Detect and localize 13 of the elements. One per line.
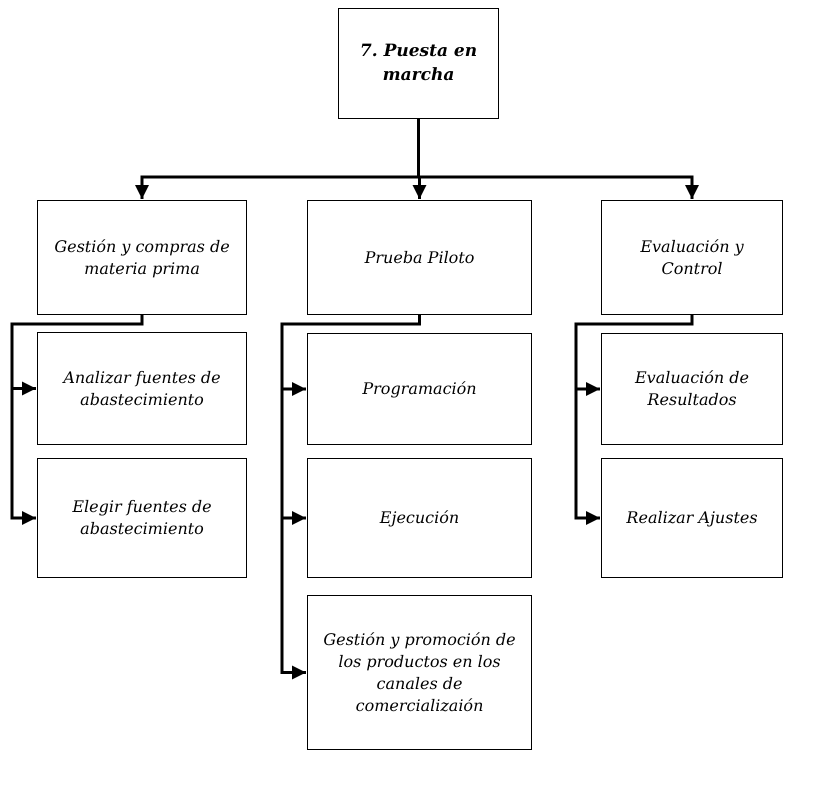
connector-arrow [574, 315, 694, 525]
root-box: 7. Puesta en marcha [338, 8, 499, 119]
process-box: Programación [307, 333, 532, 445]
process-box: Evaluación de Resultados [601, 333, 783, 445]
process-box: Prueba Piloto [307, 200, 532, 315]
process-box: Analizar fuentes de abastecimiento [37, 332, 247, 445]
process-box: Realizar Ajustes [601, 458, 783, 578]
process-box: Gestión y promoción de los productos en los canales de comercializaión [307, 595, 532, 750]
process-box: Evaluación y Control [601, 200, 783, 315]
process-box: Ejecución [307, 458, 532, 578]
process-box: Elegir fuentes de abastecimiento [37, 458, 247, 578]
connector-arrow [10, 315, 144, 525]
process-box: Gestión y compras de materia prima [37, 200, 247, 315]
